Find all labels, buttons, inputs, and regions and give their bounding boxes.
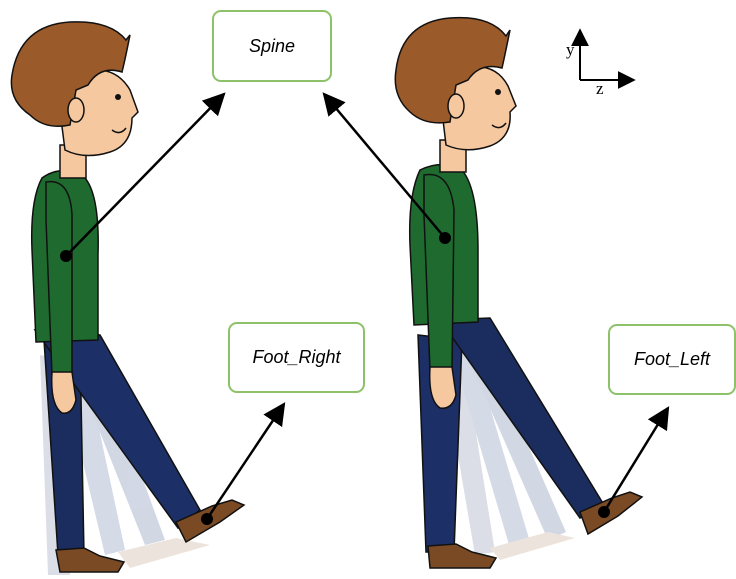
left-figure: [11, 22, 244, 575]
foot-left-label-box: Foot_Left: [608, 324, 736, 395]
spine-label-box: Spine: [212, 10, 332, 82]
right-eye: [495, 89, 501, 95]
axis-indicator: [580, 30, 634, 80]
left-eye: [115, 94, 121, 100]
z-axis-label: z: [596, 79, 604, 99]
left-ear: [68, 98, 84, 122]
foot-right-label: Foot_Right: [252, 347, 340, 368]
y-axis-label: y: [566, 40, 575, 60]
right-ear: [448, 94, 464, 118]
spine-label: Spine: [249, 36, 295, 57]
foot-right-label-box: Foot_Right: [228, 322, 365, 393]
right-figure: [395, 18, 642, 568]
foot-left-label: Foot_Left: [634, 349, 710, 370]
foot-right-arrow: [207, 404, 284, 519]
right-arm: [424, 174, 454, 370]
